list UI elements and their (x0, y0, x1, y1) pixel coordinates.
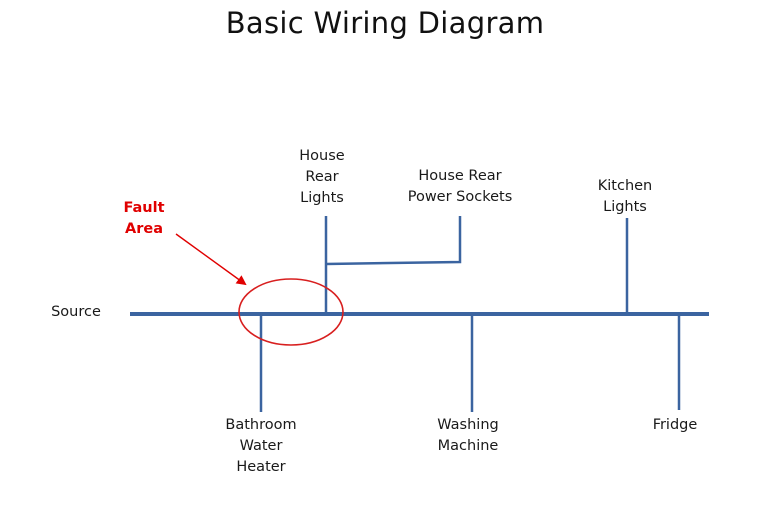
bathroom-water-heater-label: Bathroom Water Heater (225, 417, 297, 475)
kitchen-lights-label: Kitchen Lights (597, 178, 653, 215)
house-rear-power-sockets-wire (325, 216, 462, 266)
fault-pointer-arrow (175, 233, 247, 286)
diagram-title: Basic Wiring Diagram (225, 6, 545, 40)
house-rear-power-sockets-label: House Rear Power Sockets (407, 168, 513, 205)
fridge-label: Fridge (652, 417, 698, 433)
source-label: Source (51, 304, 101, 320)
washing-machine-label: Washing Machine (437, 417, 499, 454)
fault-area-ellipse (238, 278, 344, 346)
fault-area-label: Fault Area (123, 200, 165, 237)
house-rear-lights-label: House Rear Lights (299, 148, 345, 206)
